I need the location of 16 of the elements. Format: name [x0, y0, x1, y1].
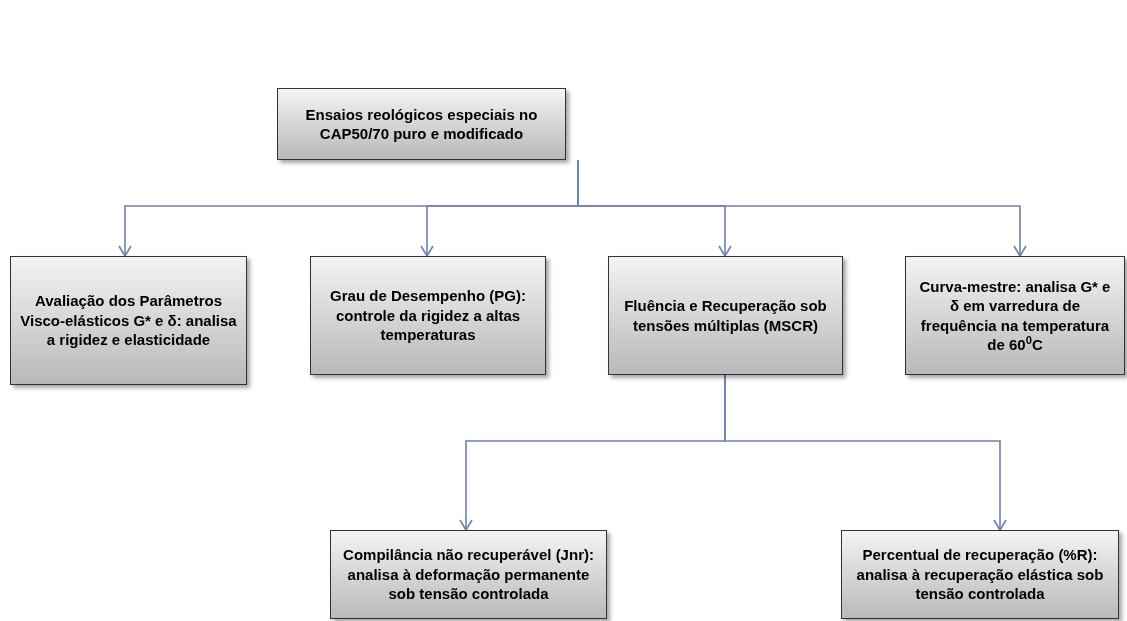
- box-text: Curva-mestre: analisa G* e δ em varredura de frequência na temperatura de 60$^{0}$C: [918, 276, 1112, 355]
- box-text: Fluência e Recuperação sob tensões múltiplas (MSCR): [623, 296, 828, 335]
- box-text: Compilância não recuperável (Jnr): analisa à deformação permanente sob tensão controlada: [342, 545, 595, 604]
- box-text: Percentual de recuperação (%R): analisa à recuperação elástica sob tensão controlada: [855, 545, 1105, 604]
- process-box: [310, 256, 546, 375]
- process-box: [905, 256, 1125, 375]
- process-box: [608, 256, 843, 375]
- box-text: Avaliação dos Parâmetros Visco-elásticos G* e δ: analisa a rigidez e elasticidade: [19, 291, 238, 350]
- process-box: [10, 256, 247, 385]
- box-text: Grau de Desempenho (PG): controle da rigidez a altas temperaturas: [329, 286, 527, 345]
- connector-arrow: [577, 159, 1027, 257]
- box-text: Ensaios reológicos especiais no CAP50/70 puro e modificado: [304, 104, 539, 144]
- process-box: [277, 88, 566, 160]
- connector-arrow: [724, 374, 1007, 531]
- process-box: [841, 530, 1119, 619]
- process-box: [330, 530, 607, 619]
